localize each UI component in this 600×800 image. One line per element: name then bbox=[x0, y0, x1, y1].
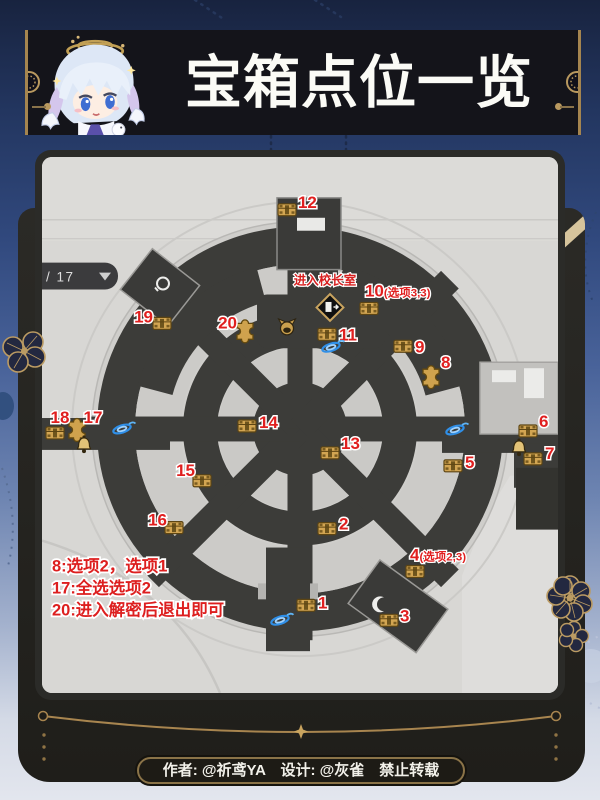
map-marker-label-17: 17 bbox=[84, 408, 103, 427]
map-marker-chest-11 bbox=[317, 327, 337, 341]
map-marker-chest-7 bbox=[523, 452, 543, 466]
header-banner: 宝箱点位一览 bbox=[25, 30, 581, 135]
map-marker-chest-18 bbox=[45, 426, 65, 440]
gear-ornament-icon bbox=[566, 71, 578, 93]
page-indicator-label: / 17 bbox=[46, 270, 75, 285]
map-marker-label-20: 20 bbox=[218, 313, 237, 332]
gear-ornament-icon bbox=[28, 71, 40, 93]
map-marker-label-3: 3 bbox=[400, 606, 409, 625]
note-line-3: 20:进入解密后退出即可 bbox=[52, 600, 224, 619]
map-marker-chest-2 bbox=[317, 522, 337, 536]
map-marker-chest-16 bbox=[164, 521, 184, 535]
map-marker-chest-1 bbox=[296, 598, 316, 612]
map-svg: / 17 进入校长室 8:选项2，选项1 17:全选选项2 20:进入解密后退出… bbox=[42, 157, 558, 693]
map-marker-label-5: 5 bbox=[465, 453, 474, 472]
map-marker-chest-6 bbox=[518, 424, 538, 438]
map-marker-chest-9 bbox=[393, 339, 413, 353]
page-title: 宝箱点位一览 bbox=[185, 51, 533, 115]
map-marker-label-12: 12 bbox=[298, 193, 317, 212]
map-marker-label-9: 9 bbox=[415, 337, 424, 356]
tray-gold-ornament bbox=[37, 710, 562, 761]
map-marker-label-16: 16 bbox=[148, 511, 167, 530]
map-marker-label-15: 15 bbox=[176, 461, 195, 480]
map-marker-chest-5 bbox=[443, 459, 463, 473]
map-marker-chest-3 bbox=[379, 613, 399, 627]
gold-dot-icon bbox=[555, 103, 562, 110]
map-marker-chest-12 bbox=[277, 203, 297, 217]
flower-ornament-icon bbox=[2, 331, 46, 373]
gold-line bbox=[560, 106, 574, 108]
map-card: / 17 进入校长室 8:选项2，选项1 17:全选选项2 20:进入解密后退出… bbox=[35, 150, 565, 700]
map-marker-chest-4 bbox=[405, 564, 425, 579]
note-line-1: 8:选项2，选项1 bbox=[52, 557, 167, 575]
map-marker-chest-15 bbox=[192, 474, 212, 488]
map-marker-label-7: 7 bbox=[545, 444, 554, 463]
map-marker-label-14: 14 bbox=[259, 413, 278, 432]
footer-credits: 作者: @祈鸢YA 设计: @灰雀 禁止转载 bbox=[162, 762, 440, 779]
map-marker-label-1: 1 bbox=[318, 593, 327, 612]
note-line-2: 17:全选选项2 bbox=[52, 578, 151, 597]
enter-principal-office-label: 进入校长室 bbox=[294, 273, 357, 288]
chevron-down-icon bbox=[99, 272, 111, 281]
map-marker-chest-13 bbox=[320, 446, 340, 460]
map-viewport: / 17 进入校长室 8:选项2，选项1 17:全选选项2 20:进入解密后退出… bbox=[42, 157, 558, 693]
map-marker-label-6: 6 bbox=[539, 412, 548, 431]
page-indicator-pill[interactable]: / 17 bbox=[42, 262, 118, 290]
map-marker-label-18: 18 bbox=[51, 408, 70, 427]
chibi-avatar bbox=[41, 35, 145, 135]
map-marker-chest-19 bbox=[152, 316, 172, 330]
map-marker-label-19: 19 bbox=[134, 307, 153, 326]
flower-ornament-icon bbox=[546, 575, 593, 653]
gold-dot-icon bbox=[44, 103, 51, 110]
map-marker-label-2: 2 bbox=[339, 515, 348, 534]
footer-credits-pill: 作者: @祈鸢YA 设计: @灰雀 禁止转载 bbox=[137, 757, 465, 784]
gold-line bbox=[32, 106, 46, 108]
map-marker-chest-10 bbox=[359, 301, 379, 316]
map-marker-label-8: 8 bbox=[441, 353, 450, 372]
map-marker-chest-14 bbox=[237, 419, 257, 433]
map-marker-label-13: 13 bbox=[341, 434, 360, 453]
